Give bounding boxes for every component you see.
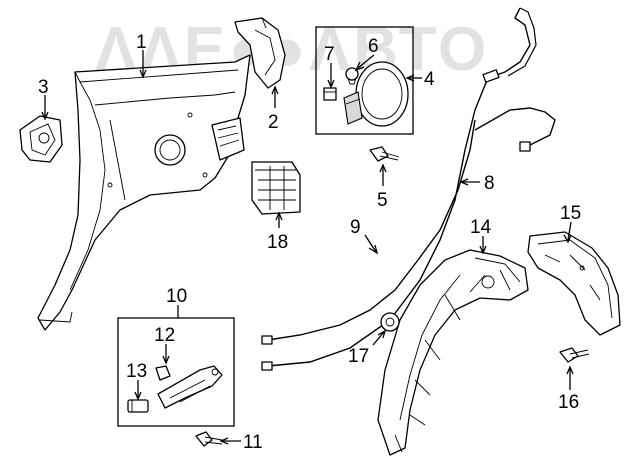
callout-14: 14: [470, 217, 492, 238]
seal: [19, 115, 63, 163]
bolt-five: [369, 146, 400, 162]
wheel-liner: [377, 249, 529, 456]
callout-18: 18: [267, 232, 288, 253]
fuel-cable-lower: [261, 119, 476, 371]
callout-15: 15: [560, 203, 581, 224]
callout-7: 7: [324, 44, 335, 65]
callout-17: 17: [348, 346, 369, 367]
callout-11: 11: [243, 432, 263, 453]
quarter-panel: [37, 54, 251, 331]
callout-5: 5: [377, 190, 388, 211]
callout-13: 13: [126, 361, 147, 382]
bolt-sixteen: [559, 347, 590, 363]
splash-shield: [527, 231, 621, 336]
callout-3: 3: [38, 77, 49, 98]
clip-seven: [323, 87, 337, 101]
callout-2: 2: [268, 112, 279, 133]
clip-twelve: [155, 365, 171, 381]
leader-lines: [41, 50, 574, 445]
callout-1: 1: [136, 32, 147, 53]
fuel-door: [343, 61, 409, 127]
callout-9: 9: [350, 217, 361, 238]
callout-10: 10: [166, 286, 187, 307]
callout-4: 4: [424, 69, 435, 90]
callout-12: 12: [154, 325, 175, 346]
clip-thirteen: [127, 399, 149, 413]
callout-6: 6: [368, 36, 379, 57]
actuator-group-frame: [117, 317, 235, 427]
bracket: [234, 17, 286, 89]
actuator: [157, 365, 223, 409]
fuel-cable-upper: [267, 7, 556, 367]
callout-8: 8: [484, 173, 495, 194]
callout-16: 16: [558, 392, 579, 413]
bolt-eleven: [195, 431, 223, 447]
housing: [251, 161, 301, 215]
clip-seventeen: [380, 312, 400, 332]
